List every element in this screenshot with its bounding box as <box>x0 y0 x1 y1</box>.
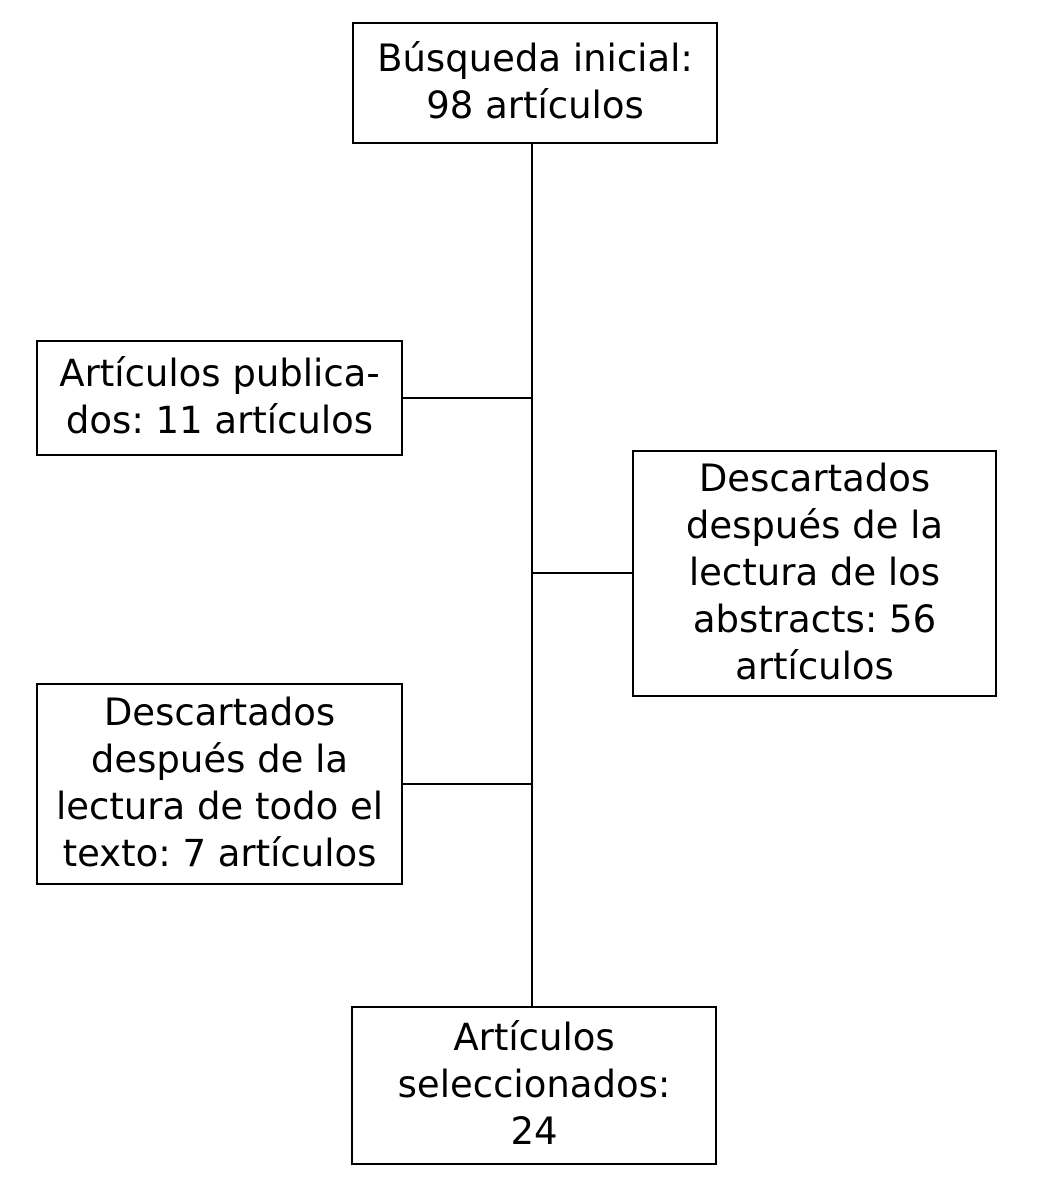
flow-box-discarded-abstracts: Descartados después de la lectura de los… <box>632 450 997 697</box>
connector-branch-abstracts <box>532 572 633 574</box>
connector-branch-fulltext <box>401 783 532 785</box>
flow-box-selected-articles: Artículos seleccionados: 24 <box>351 1006 717 1165</box>
flow-box-initial-search: Búsqueda inicial: 98 artículos <box>352 22 718 144</box>
flow-box-discarded-fulltext: Descartados después de la lectura de tod… <box>36 683 403 885</box>
connector-branch-published <box>401 397 532 399</box>
flow-box-published-articles: Artículos publica- dos: 11 artículos <box>36 340 403 456</box>
connector-vertical-spine <box>531 144 533 1007</box>
